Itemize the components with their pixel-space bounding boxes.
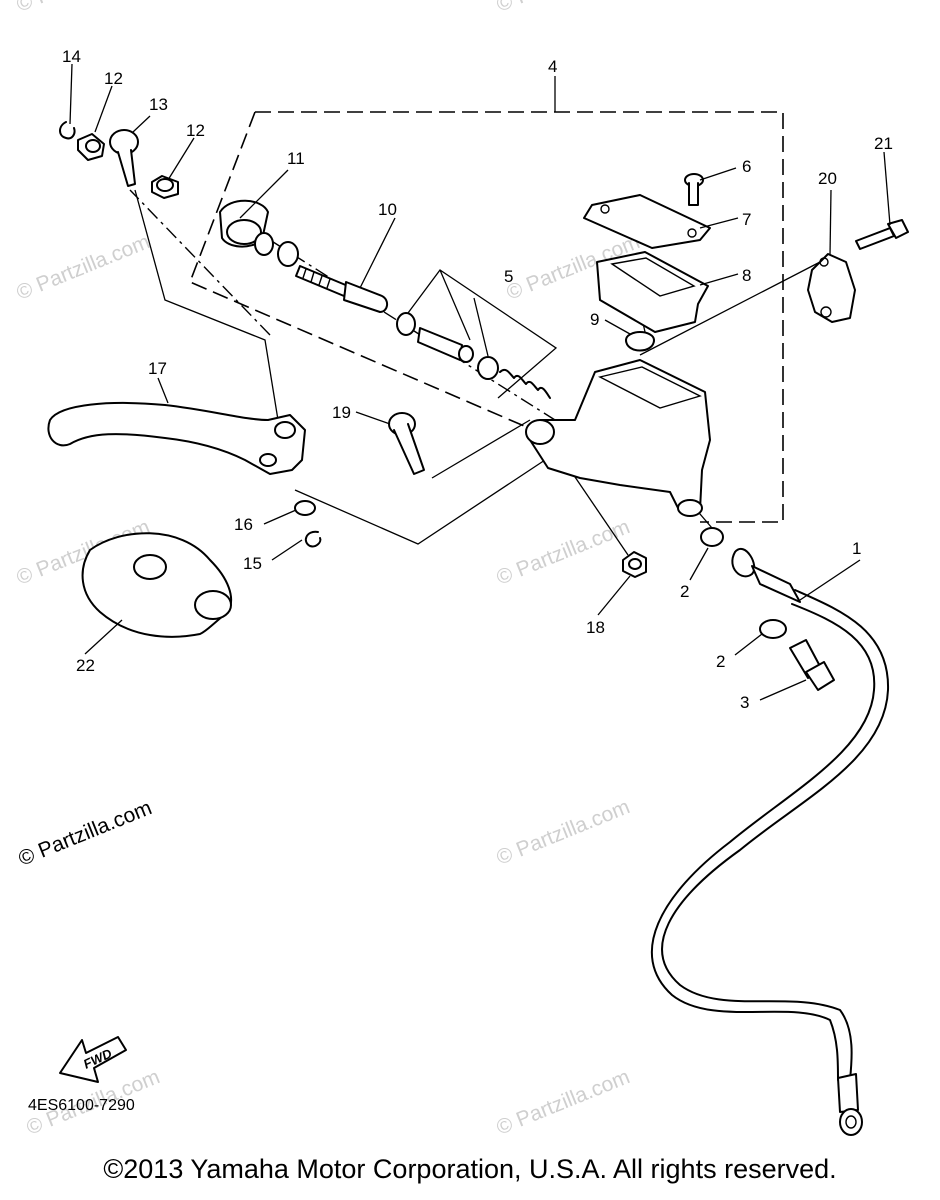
float-part bbox=[625, 331, 655, 352]
callout-1: 1 bbox=[852, 539, 861, 558]
watermark: © Partzilla.com bbox=[13, 0, 153, 17]
copyright-notice: ©2013 Yamaha Motor Corporation, U.S.A. A… bbox=[103, 1154, 837, 1184]
assembly-lines bbox=[134, 189, 821, 556]
dust-boot-part bbox=[219, 199, 269, 248]
piston-kit-part bbox=[396, 269, 558, 399]
assembly-boundary bbox=[188, 111, 784, 523]
reservoir-cap-part bbox=[583, 194, 711, 249]
clutch-lever-part bbox=[47, 401, 306, 475]
nut-part bbox=[77, 133, 105, 161]
callout-11: 11 bbox=[287, 149, 305, 168]
circlip-part bbox=[59, 121, 76, 140]
watermark: © Partzilla.com bbox=[493, 0, 633, 17]
lever-washer-part bbox=[294, 500, 316, 516]
snap-ring-part bbox=[254, 232, 274, 256]
reference-code: 4ES6100-7290 bbox=[28, 1097, 135, 1114]
callout-15: 15 bbox=[243, 554, 262, 573]
watermark: © Partzilla.com bbox=[493, 515, 633, 589]
master-cylinder-body bbox=[525, 359, 711, 517]
copper-washer-part bbox=[759, 619, 787, 639]
callout-12: 12 bbox=[104, 69, 123, 88]
watermark: © Partzilla.com bbox=[493, 1065, 633, 1139]
callout-7: 7 bbox=[742, 210, 751, 229]
callout-2: 2 bbox=[680, 582, 689, 601]
holder-bolt-part bbox=[855, 219, 909, 250]
union-bolt-part bbox=[789, 639, 835, 691]
collar-part bbox=[151, 175, 179, 199]
callout-10: 10 bbox=[378, 200, 397, 219]
callout-12: 12 bbox=[186, 121, 205, 140]
callout-21: 21 bbox=[874, 134, 893, 153]
callout-8: 8 bbox=[742, 266, 751, 285]
cap-screw-part bbox=[684, 173, 704, 206]
callout-5: 5 bbox=[504, 267, 513, 286]
callout-9: 9 bbox=[590, 310, 599, 329]
diaphragm-part bbox=[596, 251, 709, 333]
washer-part bbox=[277, 241, 299, 267]
callout-6: 6 bbox=[742, 157, 751, 176]
holder-part bbox=[807, 253, 856, 323]
callout-20: 20 bbox=[818, 169, 837, 188]
callout-4: 4 bbox=[548, 57, 557, 76]
clutch-hose-part bbox=[650, 548, 890, 1136]
callout-18: 18 bbox=[586, 618, 605, 637]
callout-14: 14 bbox=[62, 47, 81, 66]
pivot-bolt-part bbox=[109, 129, 139, 187]
callout-labels: 1 2 2 3 4 5 6 7 8 9 10 11 12 12 13 14 15… bbox=[62, 47, 893, 712]
callout-2: 2 bbox=[716, 652, 725, 671]
watermark: © Partzilla.com bbox=[493, 795, 633, 869]
callout-13: 13 bbox=[149, 95, 168, 114]
watermark-prominent: © Partzilla.com bbox=[15, 796, 155, 870]
push-rod-part bbox=[295, 265, 388, 313]
lever-cover-part bbox=[81, 532, 233, 638]
copper-washer-part bbox=[700, 527, 724, 547]
leader-lines bbox=[69, 63, 891, 701]
lever-circlip-part bbox=[304, 530, 322, 548]
callout-3: 3 bbox=[740, 693, 749, 712]
lever-nut-part bbox=[622, 551, 647, 578]
lever-bolt-part bbox=[388, 412, 425, 475]
watermark: © Partzilla.com bbox=[13, 230, 153, 304]
forward-arrow-icon: FWD bbox=[59, 1036, 127, 1083]
callout-22: 22 bbox=[76, 656, 95, 675]
callout-16: 16 bbox=[234, 515, 253, 534]
callout-17: 17 bbox=[148, 359, 167, 378]
callout-19: 19 bbox=[332, 403, 351, 422]
